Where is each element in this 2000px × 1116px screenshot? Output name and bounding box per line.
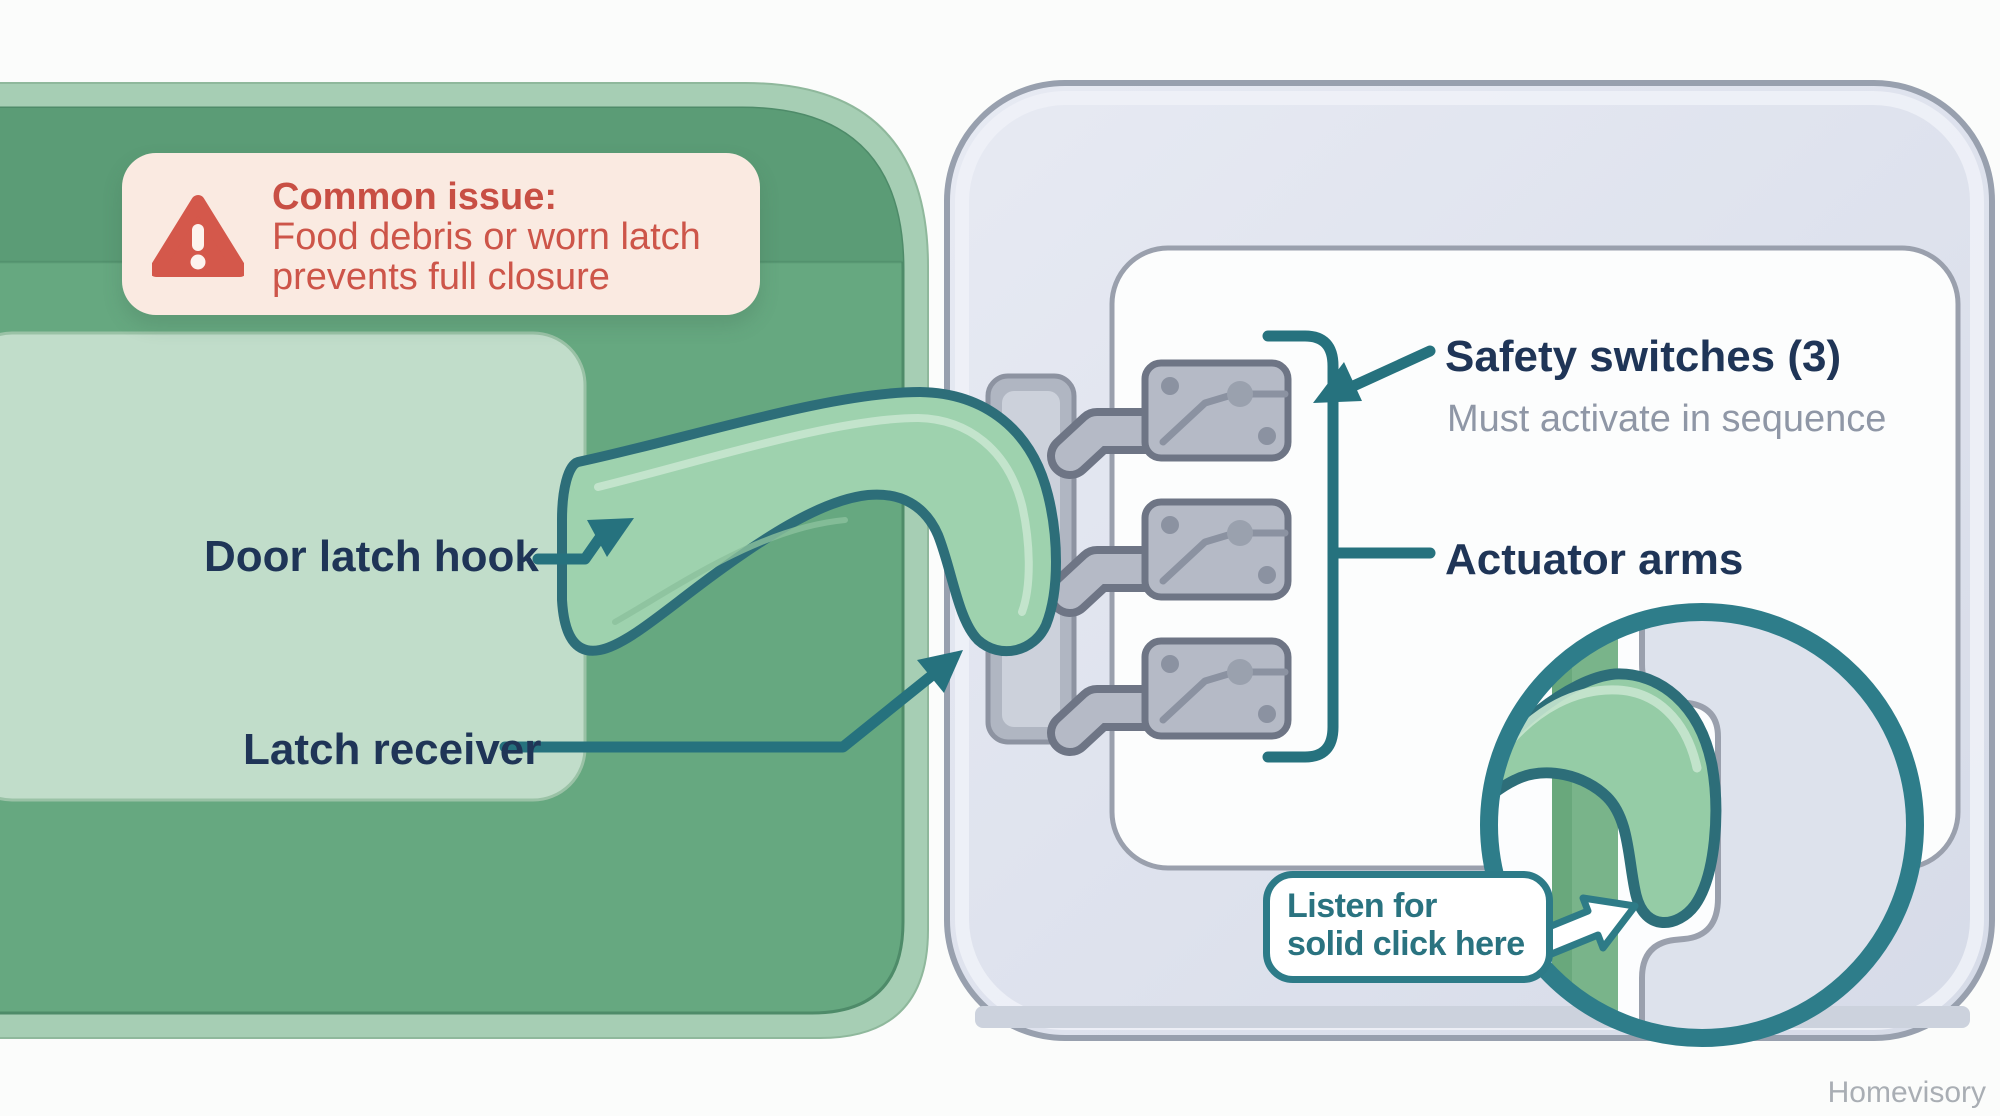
common-issue-text: Common issue: Food debris or worn latch …	[272, 177, 701, 297]
arrowheads	[587, 362, 1362, 693]
safety-switches	[1141, 359, 1292, 740]
click-detail-inset	[1480, 603, 1924, 1047]
common-issue-line1: Food debris or worn latch	[272, 216, 701, 258]
safety-switches-label: Safety switches (3)	[1445, 332, 1842, 381]
listen-click-text: Listen for solid click here	[1287, 887, 1525, 963]
safety-switches-subtitle: Must activate in sequence	[1447, 398, 1887, 440]
door-latch-hook-arrowhead	[587, 518, 634, 557]
latch-receiver-leader-line	[499, 671, 936, 753]
safety-switch	[1141, 637, 1292, 740]
safety-switch	[1141, 498, 1292, 601]
door-latch-hook-shape	[557, 387, 1061, 657]
inset-ring	[1480, 603, 1924, 1047]
watermark: Homevisory	[1827, 1076, 1986, 1109]
warning-triangle-icon	[152, 195, 244, 277]
safety-switches-leader-line	[1343, 345, 1436, 394]
safety-switch	[1141, 359, 1292, 462]
common-issue-title: Common issue:	[272, 176, 558, 218]
actuator-arms-label: Actuator arms	[1445, 535, 1744, 584]
latch-receiver-arrowhead	[917, 650, 963, 693]
door-latch-hook-label: Door latch hook	[204, 532, 539, 581]
listen-click-line1: Listen for	[1287, 887, 1437, 925]
switch-bracket	[1262, 330, 1339, 763]
listen-click-callout: Listen for solid click here	[1263, 871, 1553, 983]
microwave-door	[0, 82, 929, 1039]
listen-click-line2: solid click here	[1287, 925, 1525, 963]
door-latch-hook-leader-line	[532, 533, 605, 565]
latch-receiver-label: Latch receiver	[243, 725, 542, 774]
inset-hook	[1497, 668, 1722, 928]
common-issue-line2: prevents full closure	[272, 256, 610, 298]
common-issue-callout: Common issue: Food debris or worn latch …	[122, 153, 760, 315]
annotations	[499, 330, 1436, 763]
safety-switches-arrowhead	[1313, 362, 1362, 403]
